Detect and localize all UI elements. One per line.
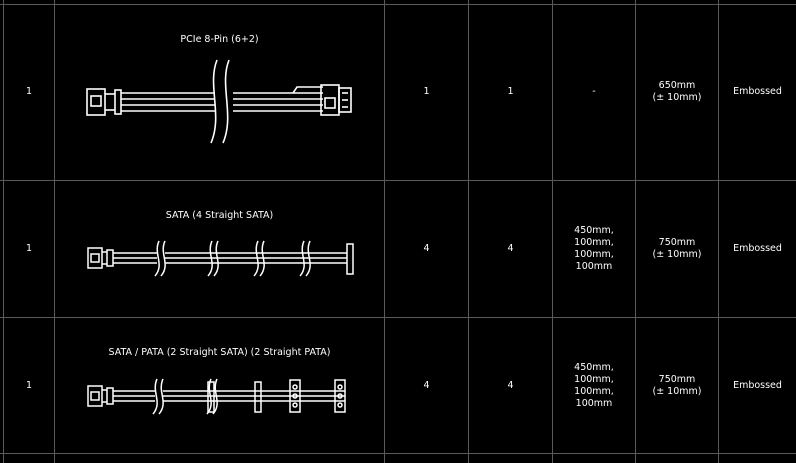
pcie-cable-icon <box>86 59 352 144</box>
sata-cable-icon <box>87 240 354 277</box>
length-cell: 750mm (± 10mm) <box>652 373 702 397</box>
row-divider <box>0 4 796 5</box>
connector-title: PCIe 8-Pin (6+2) <box>180 34 259 45</box>
qty-cell: 1 <box>25 86 33 97</box>
col3-cell: 4 <box>423 243 430 254</box>
spacing-cell: 450mm, 100mm, 100mm, 100mm <box>574 225 614 272</box>
finish-cell: Embossed <box>733 86 782 97</box>
length-cell: 750mm (± 10mm) <box>652 237 702 260</box>
spacing-cell: - <box>592 86 596 97</box>
col3-cell: 1 <box>423 86 430 97</box>
column-divider <box>635 0 636 463</box>
row-divider <box>0 453 796 454</box>
col4-cell: 4 <box>507 379 514 391</box>
col4-cell: 4 <box>507 243 514 254</box>
connector-title: SATA / PATA (2 Straight SATA) (2 Straigh… <box>108 347 331 358</box>
column-divider <box>54 0 55 463</box>
finish-cell: Embossed <box>733 379 782 391</box>
col3-cell: 4 <box>423 379 430 391</box>
row-divider <box>0 317 796 318</box>
finish-cell: Embossed <box>733 243 782 254</box>
spacing-cell: 450mm, 100mm, 100mm, 100mm <box>574 361 614 409</box>
qty-cell: 1 <box>25 243 33 254</box>
row-divider <box>0 180 796 181</box>
column-divider <box>468 0 469 463</box>
column-divider <box>384 0 385 463</box>
qty-cell: 1 <box>25 379 33 391</box>
length-cell: 650mm (± 10mm) <box>652 80 702 103</box>
sata-pata-cable-icon <box>87 378 346 415</box>
column-divider <box>552 0 553 463</box>
connector-title: SATA (4 Straight SATA) <box>165 210 274 221</box>
column-divider <box>3 0 4 463</box>
column-divider <box>718 0 719 463</box>
col4-cell: 1 <box>507 86 514 97</box>
